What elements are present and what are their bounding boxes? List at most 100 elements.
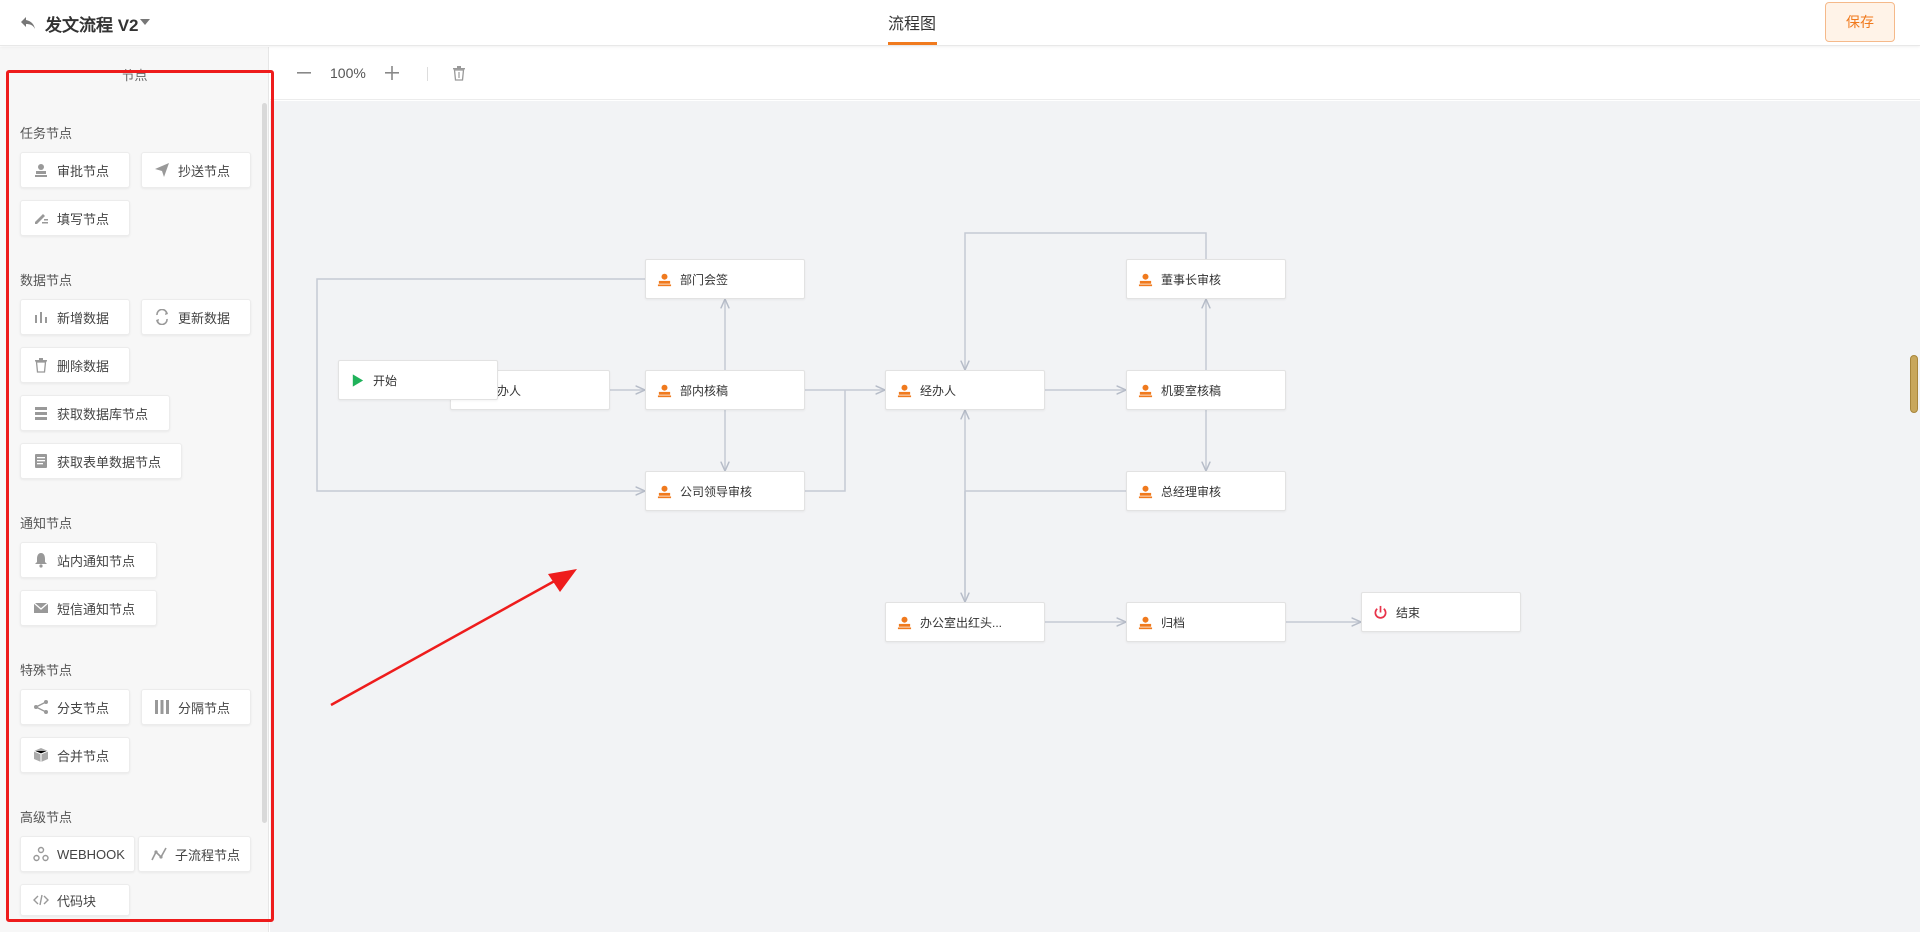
bar-chart-icon — [33, 309, 49, 325]
app-header: 发文流程 V2 流程图 保存 — [0, 0, 1920, 46]
process-title[interactable]: 发文流程 V2 — [45, 16, 139, 35]
flow-canvas[interactable] — [270, 101, 1920, 932]
canvas-scrollbar[interactable] — [1910, 355, 1918, 413]
palette-item-label: WEBHOOK — [57, 846, 125, 862]
flow-node-label: 结束 — [1396, 605, 1421, 620]
palette-item-branch[interactable]: 分支节点 — [20, 689, 130, 725]
flow-node-label: 经办人 — [920, 383, 957, 398]
palette-item-webhook[interactable]: WEBHOOK — [20, 836, 135, 872]
palette-item-code[interactable]: 代码块 — [20, 884, 130, 916]
flow-node-label: 办公室出红头... — [920, 615, 1003, 630]
flow-node-gm[interactable]: 总经理审核 — [1126, 471, 1286, 511]
palette-item-get-form[interactable]: 获取表单数据节点 — [20, 443, 182, 479]
panel-scrollbar[interactable] — [262, 103, 267, 823]
power-icon — [1372, 604, 1388, 620]
flow-node-label: 董事长审核 — [1161, 272, 1222, 287]
palette-item-site-notify[interactable]: 站内通知节点 — [20, 542, 157, 578]
user-icon — [1137, 483, 1153, 499]
form-icon — [33, 453, 49, 469]
zoom-level: 100% — [330, 65, 366, 81]
mail-icon — [33, 600, 49, 616]
columns-icon — [154, 699, 170, 715]
toolbar-divider — [427, 67, 428, 81]
subflow-icon — [151, 846, 167, 862]
back-arrow-icon[interactable] — [18, 13, 38, 33]
palette-item-label: 分支节点 — [57, 700, 110, 716]
zoom-out-icon[interactable] — [295, 64, 313, 82]
palette-item-label: 站内通知节点 — [57, 553, 136, 569]
palette-item-sms-notify[interactable]: 短信通知节点 — [20, 590, 157, 626]
edit-icon — [33, 210, 49, 226]
play-icon — [349, 372, 365, 388]
flow-node-company-leader[interactable]: 公司领导审核 — [645, 471, 805, 511]
palette-item-label: 填写节点 — [57, 211, 110, 227]
user-icon — [1137, 271, 1153, 287]
branch-icon — [33, 699, 49, 715]
user-icon — [656, 271, 672, 287]
palette-item-label: 分隔节点 — [178, 700, 231, 716]
palette-item-fill[interactable]: 填写节点 — [20, 200, 130, 236]
section-title-special: 特殊节点 — [20, 663, 73, 678]
user-icon — [1137, 614, 1153, 630]
palette-item-label: 获取表单数据节点 — [57, 454, 162, 470]
chevron-down-icon[interactable] — [140, 18, 150, 26]
flow-node-archive[interactable]: 归档 — [1126, 602, 1286, 642]
palette-item-label: 删除数据 — [57, 358, 110, 374]
flow-node-label: 机要室核稿 — [1161, 383, 1222, 398]
active-tab-indicator — [888, 42, 937, 45]
palette-item-label: 新增数据 — [57, 310, 110, 326]
flow-node-office-red[interactable]: 办公室出红头... — [885, 602, 1045, 642]
section-title-notify: 通知节点 — [20, 516, 73, 531]
palette-item-label: 更新数据 — [178, 310, 231, 326]
save-button[interactable]: 保存 — [1825, 2, 1895, 42]
flow-node-label: 总经理审核 — [1161, 484, 1222, 499]
stamp-icon — [33, 162, 49, 178]
panel-title: 节点 — [121, 68, 148, 83]
palette-item-label: 子流程节点 — [175, 847, 241, 863]
canvas-toolbar: 100% — [270, 47, 1920, 100]
user-icon — [1137, 382, 1153, 398]
palette-item-delete-data[interactable]: 删除数据 — [20, 347, 130, 383]
bell-icon — [33, 552, 49, 568]
flow-node-chairman[interactable]: 董事长审核 — [1126, 259, 1286, 299]
user-icon — [896, 614, 912, 630]
send-icon — [154, 162, 170, 178]
trash-icon[interactable] — [450, 64, 468, 82]
flow-node-secretary[interactable]: 机要室核稿 — [1126, 370, 1286, 410]
palette-item-merge[interactable]: 合并节点 — [20, 737, 130, 773]
palette-item-label: 抄送节点 — [178, 163, 231, 179]
tab-flowchart[interactable]: 流程图 — [888, 16, 937, 33]
palette-item-separator[interactable]: 分隔节点 — [141, 689, 251, 725]
flow-node-label: 归档 — [1161, 615, 1186, 630]
flow-node-label: 部内核稿 — [680, 383, 729, 398]
palette-item-subflow[interactable]: 子流程节点 — [138, 836, 251, 872]
flow-node-handler2[interactable]: 经办人 — [885, 370, 1045, 410]
palette-item-label: 审批节点 — [57, 163, 110, 179]
user-icon — [656, 382, 672, 398]
palette-item-approval[interactable]: 审批节点 — [20, 152, 130, 188]
flow-node-label: 开始 — [373, 373, 398, 388]
section-title-data: 数据节点 — [20, 273, 73, 288]
user-icon — [656, 483, 672, 499]
palette-item-label: 代码块 — [57, 893, 97, 909]
flow-node-label: 公司领导审核 — [680, 484, 753, 499]
trash-icon — [33, 357, 49, 373]
section-title-task: 任务节点 — [20, 126, 73, 141]
user-icon — [896, 382, 912, 398]
flow-node-dept-review[interactable]: 部内核稿 — [645, 370, 805, 410]
palette-item-label: 合并节点 — [57, 748, 110, 764]
section-title-advanced: 高级节点 — [20, 810, 73, 825]
palette-item-add-data[interactable]: 新增数据 — [20, 299, 130, 335]
flow-node-dept-sign[interactable]: 部门会签 — [645, 259, 805, 299]
code-icon — [33, 892, 49, 908]
flow-node-start[interactable]: 开始 — [338, 360, 498, 400]
zoom-in-icon[interactable] — [383, 64, 401, 82]
palette-item-update-data[interactable]: 更新数据 — [141, 299, 251, 335]
database-icon — [33, 405, 49, 421]
palette-item-label: 短信通知节点 — [57, 601, 136, 617]
node-palette: 节点 — [0, 47, 269, 932]
palette-item-get-db[interactable]: 获取数据库节点 — [20, 395, 170, 431]
flow-node-end[interactable]: 结束 — [1361, 592, 1521, 632]
palette-item-cc[interactable]: 抄送节点 — [141, 152, 251, 188]
palette-item-label: 获取数据库节点 — [57, 406, 149, 422]
